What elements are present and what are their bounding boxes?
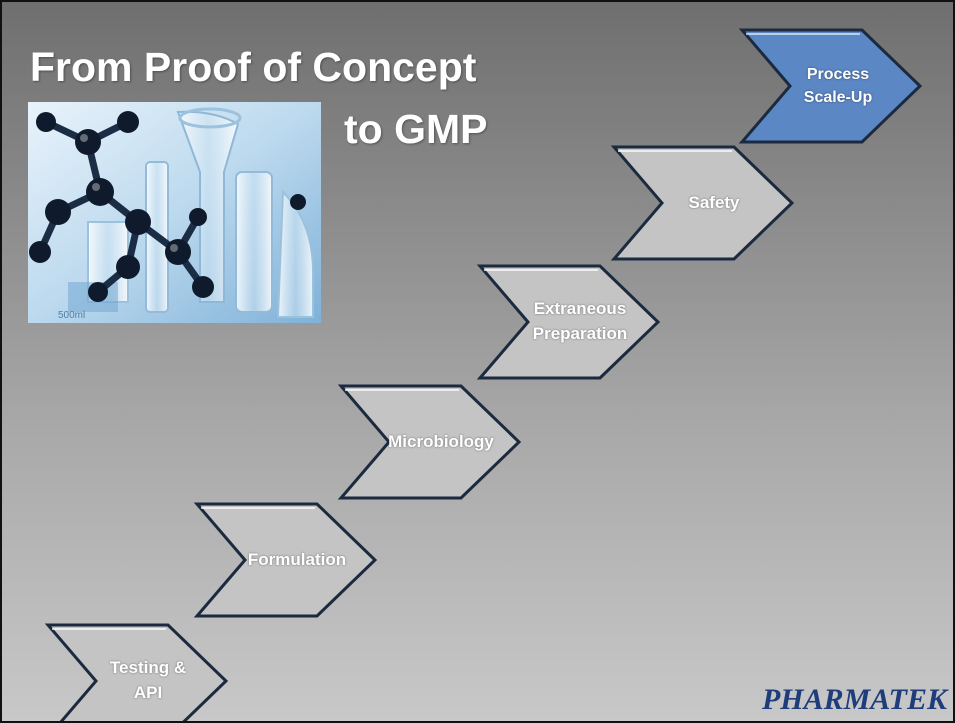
chevron-arrow-icon <box>337 384 522 500</box>
step-label: Microbiology <box>388 431 494 451</box>
step-label: Safety <box>688 192 740 212</box>
slide-title-line1: From Proof of Concept <box>30 44 477 90</box>
chevron-arrow-icon <box>476 264 661 380</box>
step-label: Extraneous Preparation <box>532 299 628 343</box>
chevron-arrow-icon <box>738 28 923 144</box>
step-label: Process Scale-Up <box>803 65 873 106</box>
step-microbiology: Microbiology <box>337 384 522 500</box>
chevron-arrow-icon <box>44 623 229 721</box>
chevron-arrow-icon <box>610 145 795 261</box>
step-testing-api: Testing & API <box>44 623 229 721</box>
slide-title-line2: to GMP <box>344 106 488 152</box>
lab-glassware-photo: 500ml <box>28 102 321 323</box>
step-label: Testing & API <box>109 658 187 702</box>
pharmatek-logo: PHARMATEK <box>761 683 947 716</box>
svg-text:500ml: 500ml <box>58 310 85 321</box>
chevron-arrow-icon <box>193 502 378 618</box>
step-safety: Safety <box>610 145 795 261</box>
step-process-scale-up: Process Scale-Up <box>738 28 923 144</box>
step-label: Formulation <box>247 549 347 569</box>
step-formulation: Formulation <box>193 502 378 618</box>
step-extraneous-preparation: Extraneous Preparation <box>476 264 661 380</box>
